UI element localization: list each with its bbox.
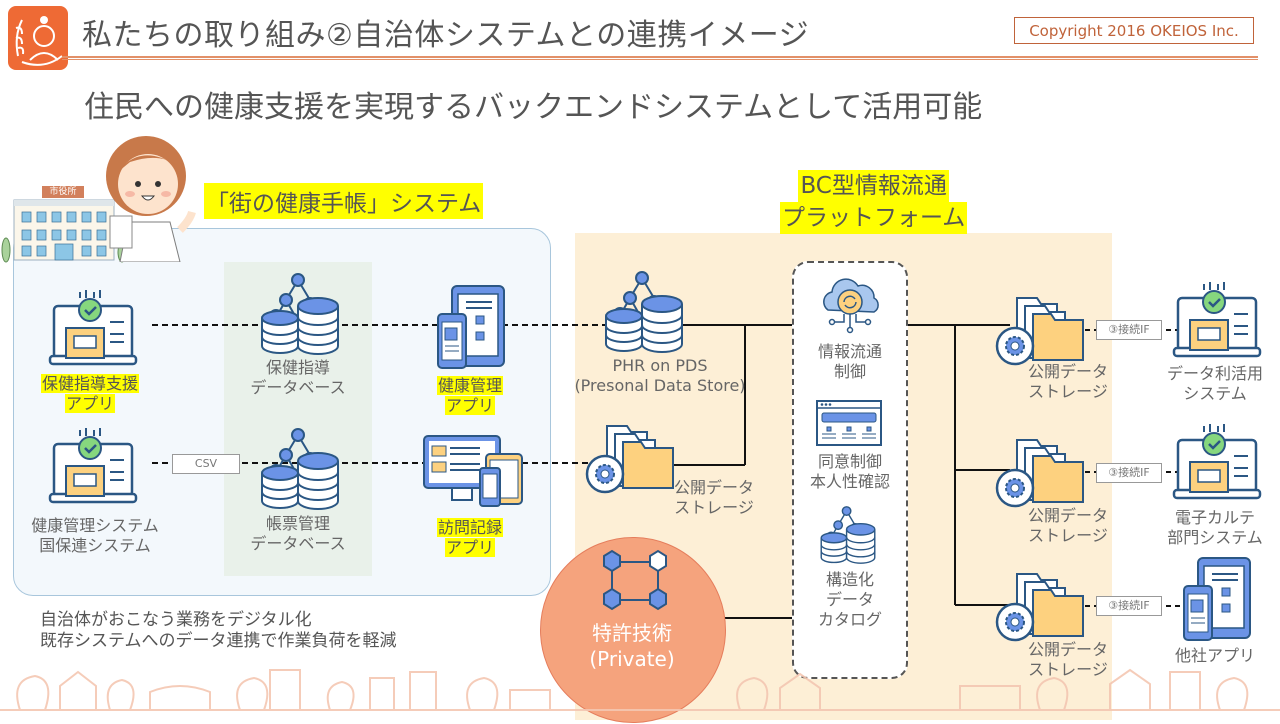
- bc-platform-title: BC型情報流通 プラットフォーム: [780, 170, 968, 234]
- label-output-storage-3: 公開データ ストレージ: [1027, 640, 1108, 679]
- label-form-mgmt-db: 帳票管理 データベース: [250, 514, 346, 553]
- bc-title-line2: プラットフォーム: [780, 202, 968, 234]
- laptop-check-icon: [1172, 282, 1262, 360]
- city-hall-sign: 市役所: [49, 187, 77, 197]
- database-icon: [258, 270, 342, 358]
- mobile-app-icon: [1182, 556, 1252, 642]
- laptop-check-icon: [48, 290, 138, 368]
- public-storage-folder-icon: [585, 420, 675, 496]
- label-health-mgmt-app: 健康管理 アプリ: [436, 376, 503, 415]
- database-icon: [258, 425, 342, 513]
- web-form-icon: [816, 400, 882, 446]
- cloud-sync-icon: [816, 274, 884, 336]
- label-structured-data-catalog: 構造化 データ カタログ: [817, 570, 882, 629]
- label-public-storage: 公開データ ストレージ: [673, 478, 754, 517]
- nurse-illustration-icon: [100, 132, 200, 263]
- title-divider: [62, 56, 1258, 60]
- bc-title-line1: BC型情報流通: [798, 170, 949, 202]
- label-consent-control: 同意制御 本人性確認: [809, 452, 890, 491]
- connection-if-tag-3: ③接続IF: [1096, 596, 1162, 616]
- label-health-guidance-app: 保健指導支援 アプリ: [40, 374, 139, 413]
- label-phr-pds: PHR on PDS (Presonal Data Store): [574, 356, 746, 395]
- laptop-check-icon: [1172, 424, 1262, 502]
- label-output-storage-1: 公開データ ストレージ: [1027, 362, 1108, 401]
- public-storage-folder-icon: [995, 568, 1085, 644]
- label-third-party-app: 他社アプリ: [1174, 646, 1255, 665]
- townscape-decoration: [0, 660, 1280, 720]
- label-info-flow-control: 情報流通 制御: [817, 342, 882, 381]
- local-system-title: 「街の健康手帳」システム: [204, 183, 484, 219]
- label-output-storage-2: 公開データ ストレージ: [1027, 506, 1108, 545]
- connection-if-tag-2: ③接続IF: [1096, 463, 1162, 483]
- description-note: 自治体がおこなう業務をデジタル化 既存システムへのデータ連携で作業負荷を軽減: [40, 610, 397, 651]
- multi-device-app-icon: [420, 432, 526, 508]
- connection-if-tag-1: ③接続IF: [1096, 320, 1162, 340]
- label-visit-record-app: 訪問記録 アプリ: [436, 518, 503, 557]
- copyright-badge: Copyright 2016 OKEIOS Inc.: [1014, 17, 1254, 44]
- public-storage-folder-icon: [995, 292, 1085, 368]
- okeios-logo-icon: [8, 6, 68, 70]
- page-title: 私たちの取り組み②自治体システムとの連携イメージ: [82, 18, 810, 53]
- mobile-app-icon: [436, 284, 506, 370]
- city-hall-icon: [0, 180, 140, 270]
- label-data-utilization-system: データ利活用 システム: [1166, 364, 1263, 403]
- label-ehr-department-system: 電子カルテ 部門システム: [1167, 508, 1263, 547]
- label-health-mgmt-system: 健康管理システム 国保連システム: [31, 516, 159, 555]
- label-health-guidance-db: 保健指導 データベース: [250, 358, 346, 397]
- phr-database-icon: [602, 268, 686, 356]
- csv-tag: CSV: [172, 454, 240, 474]
- blockchain-icon: [600, 548, 670, 614]
- patent-technology-circle: [540, 537, 726, 723]
- laptop-check-icon: [48, 428, 138, 506]
- page-subtitle: 住民への健康支援を実現するバックエンドシステムとして活用可能: [84, 90, 983, 125]
- label-patent: 特許技術 (Private): [589, 621, 675, 671]
- catalog-database-icon: [818, 504, 878, 566]
- public-storage-folder-icon: [995, 434, 1085, 510]
